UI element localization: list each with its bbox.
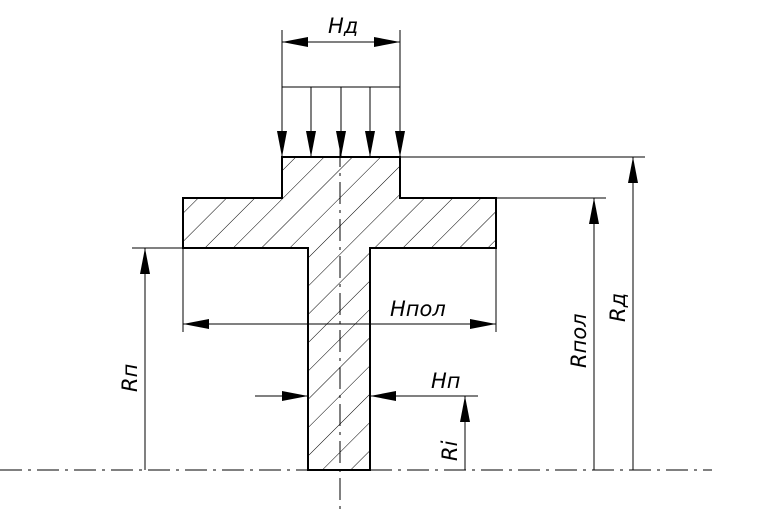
label-rpol: Rпол [567,313,591,368]
dim-rd [400,156,645,470]
label-hp: Нп [431,369,461,393]
load-arrowheads [277,131,405,157]
label-rd: Rд [606,293,630,322]
dim-ri [460,396,470,470]
dim-hpol [182,248,497,332]
label-hpol: Нпол [390,297,446,321]
dim-rpol [496,197,606,470]
label-hd: Нд [328,14,358,38]
dim-hp [255,391,478,401]
dim-hd [282,37,400,47]
dim-rp [132,247,308,470]
label-rp: Rп [118,364,142,392]
label-ri: Ri [438,440,462,461]
